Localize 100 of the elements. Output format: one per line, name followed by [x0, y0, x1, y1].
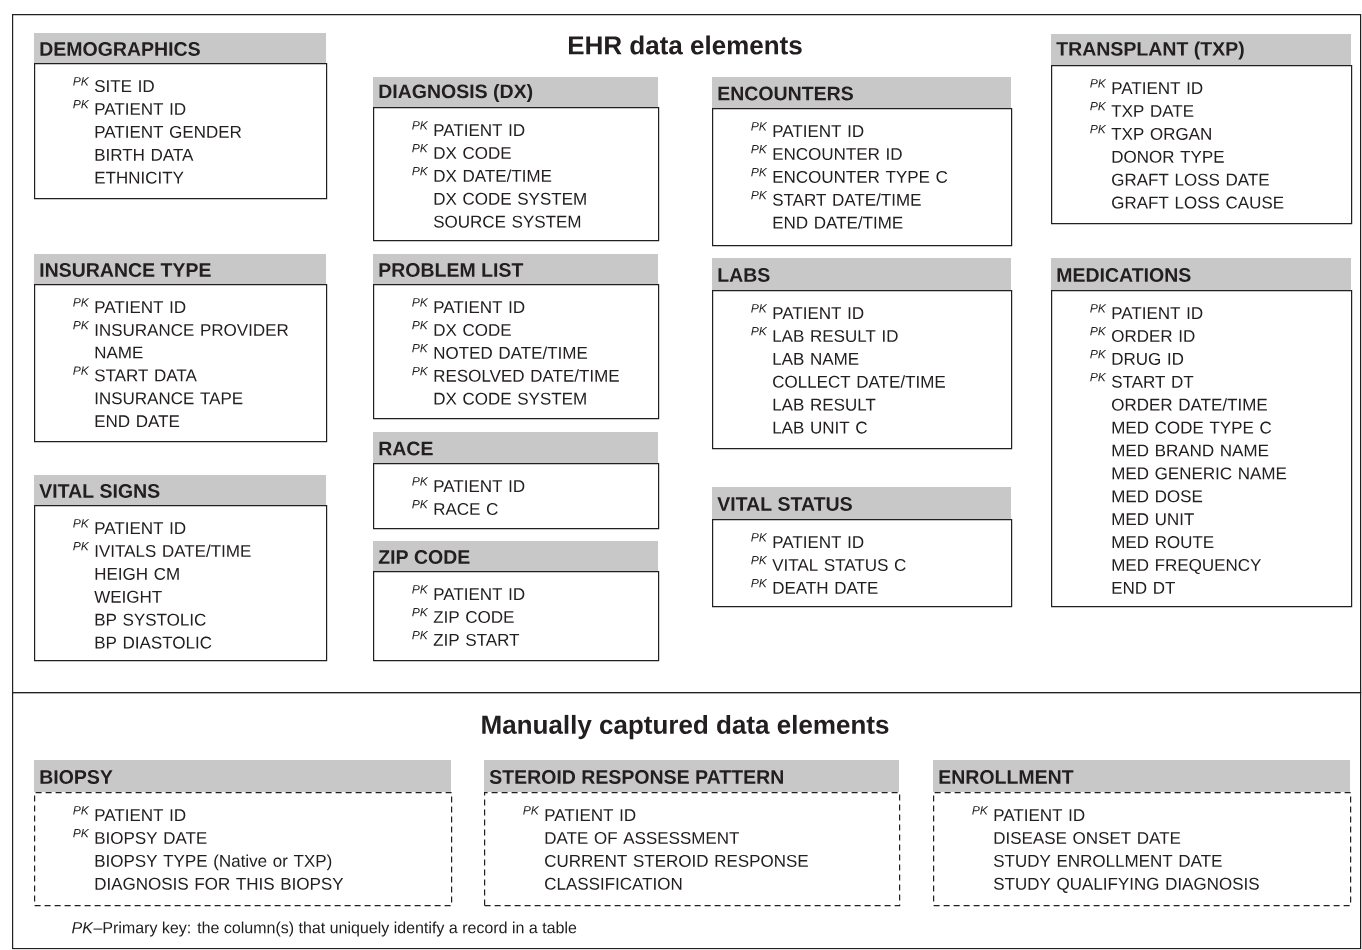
- pk-marker: PK: [1090, 102, 1107, 111]
- field-name: TXP DATE: [1111, 105, 1194, 117]
- field-name: PATIENT ID: [773, 125, 864, 137]
- data-table: [712, 258, 1013, 450]
- field-name: ENCOUNTER ID: [773, 148, 902, 160]
- table-heading: VITAL SIGNS: [39, 484, 160, 498]
- field-name: END DATE/TIME: [773, 216, 903, 229]
- panel: [12, 692, 1362, 950]
- field-name: DIAGNOSIS FOR THIS BIOPSY: [95, 877, 344, 890]
- table-heading: INSURANCE TYPE: [40, 263, 211, 277]
- field-name: MED GENERIC NAME: [1112, 467, 1287, 480]
- pk-marker: PK: [751, 190, 768, 200]
- field-name: PATIENT ID: [773, 536, 864, 548]
- data-table: [34, 475, 328, 662]
- pk-marker: PK: [412, 631, 429, 640]
- pk-marker: PK: [1090, 372, 1107, 382]
- pk-marker: PK: [751, 327, 768, 336]
- field-name: DX CODE: [434, 324, 511, 337]
- field-name: BIOPSY DATE: [95, 832, 207, 845]
- panel: [12, 14, 1362, 694]
- pk-marker: PK: [412, 167, 429, 176]
- table-heading: RACE: [379, 441, 433, 456]
- field-name: CURRENT STEROID RESPONSE: [545, 854, 808, 867]
- field-name: DISEASE ONSET DATE: [994, 832, 1181, 845]
- pk-marker: PK: [1090, 304, 1107, 313]
- field-name: MED DOSE: [1112, 490, 1203, 503]
- field-name: MED ROUTE: [1112, 536, 1214, 549]
- pk-marker: PK: [412, 500, 429, 509]
- field-name: PATIENT ID: [95, 522, 186, 534]
- data-table: [373, 541, 660, 662]
- field-name: PATIENT ID: [434, 480, 525, 492]
- table-heading: STEROID RESPONSE PATTERN: [489, 770, 783, 784]
- pk-marker: PK: [412, 608, 429, 617]
- field-name: RESOLVED DATE/TIME: [434, 369, 619, 382]
- field-name: START DATE/TIME: [773, 193, 921, 206]
- panel-title: EHR data elements: [569, 35, 802, 55]
- pk-marker: PK: [73, 829, 90, 838]
- field-name: DRUG ID: [1112, 352, 1184, 365]
- data-table: [34, 760, 453, 907]
- pk-marker: PK: [523, 806, 540, 815]
- table-heading: BIOPSY: [40, 770, 113, 784]
- field-name: END DT: [1112, 582, 1176, 594]
- field-name: MED CODE TYPE C: [1112, 421, 1272, 434]
- pk-marker: PK: [1090, 350, 1107, 359]
- pk-marker: PK: [73, 542, 90, 551]
- pk-marker: PK: [412, 344, 429, 353]
- data-table: [373, 77, 660, 242]
- pk-marker: PK: [751, 579, 768, 588]
- field-name: ORDER DATE/TIME: [1112, 398, 1267, 411]
- field-name: LAB NAME: [773, 353, 859, 365]
- field-name: BP SYSTOLIC: [95, 613, 206, 626]
- field-name: COLLECT DATE/TIME: [773, 375, 945, 388]
- pk-marker: PK: [73, 77, 90, 86]
- field-name: START DATA: [94, 369, 197, 382]
- pk-marker: PK: [751, 556, 768, 565]
- field-name: SOURCE SYSTEM: [433, 215, 581, 228]
- data-table: [34, 33, 328, 200]
- pk-marker: PK: [751, 168, 768, 177]
- pk-marker: PK: [73, 321, 90, 330]
- field-name: DX CODE SYSTEM: [434, 392, 586, 405]
- data-table: [933, 760, 1352, 907]
- table-heading: PROBLEM LIST: [379, 263, 524, 277]
- pk-marker: PK: [73, 366, 90, 375]
- field-name: ZIP START: [433, 633, 520, 646]
- field-name: PATIENT ID: [434, 588, 525, 600]
- table-heading: ENCOUNTERS: [718, 86, 853, 101]
- table-heading: TRANSPLANT (TXP): [1056, 41, 1244, 60]
- field-name: LAB RESULT ID: [773, 330, 898, 343]
- field-name: STUDY QUALIFYING DIAGNOSIS: [994, 877, 1259, 893]
- table-heading: ENROLLMENT: [939, 770, 1074, 784]
- field-name: ENCOUNTER TYPE C: [773, 170, 948, 183]
- field-name: CLASSIFICATION: [545, 877, 682, 890]
- field-name: BP DIASTOLIC: [95, 636, 212, 649]
- pk-marker: PK: [73, 806, 90, 815]
- pk-marker: PK: [1090, 79, 1107, 88]
- pk-marker: PK: [412, 121, 429, 130]
- pk-marker: PK: [751, 122, 768, 131]
- field-name: MED UNIT: [1112, 513, 1194, 526]
- data-table: [34, 254, 328, 443]
- field-name: SITE ID: [94, 80, 154, 93]
- data-table: [712, 487, 1013, 608]
- table-heading: MEDICATIONS: [1057, 268, 1191, 282]
- field-name: INSURANCE TAPE: [95, 392, 243, 405]
- field-name: PATIENT ID: [994, 809, 1085, 821]
- pk-marker: PK: [751, 145, 768, 154]
- pk-marker: PK: [412, 477, 429, 486]
- data-table: [712, 77, 1013, 247]
- pk-marker: PK: [73, 519, 90, 528]
- field-name: RACE C: [434, 503, 498, 516]
- table-heading: DEMOGRAPHICS: [40, 42, 200, 56]
- field-name: INSURANCE PROVIDER NAME: [95, 324, 288, 359]
- field-name: MED FREQUENCY: [1112, 559, 1261, 575]
- field-name: PATIENT ID: [1112, 82, 1203, 94]
- data-table: [1051, 258, 1353, 608]
- field-name: END DATE: [95, 415, 180, 428]
- field-name: DX CODE: [434, 147, 511, 159]
- data-table: [373, 254, 660, 420]
- field-name: WEIGHT: [94, 590, 162, 603]
- field-name: ORDER ID: [1112, 330, 1195, 343]
- field-name: PATIENT ID: [545, 809, 636, 821]
